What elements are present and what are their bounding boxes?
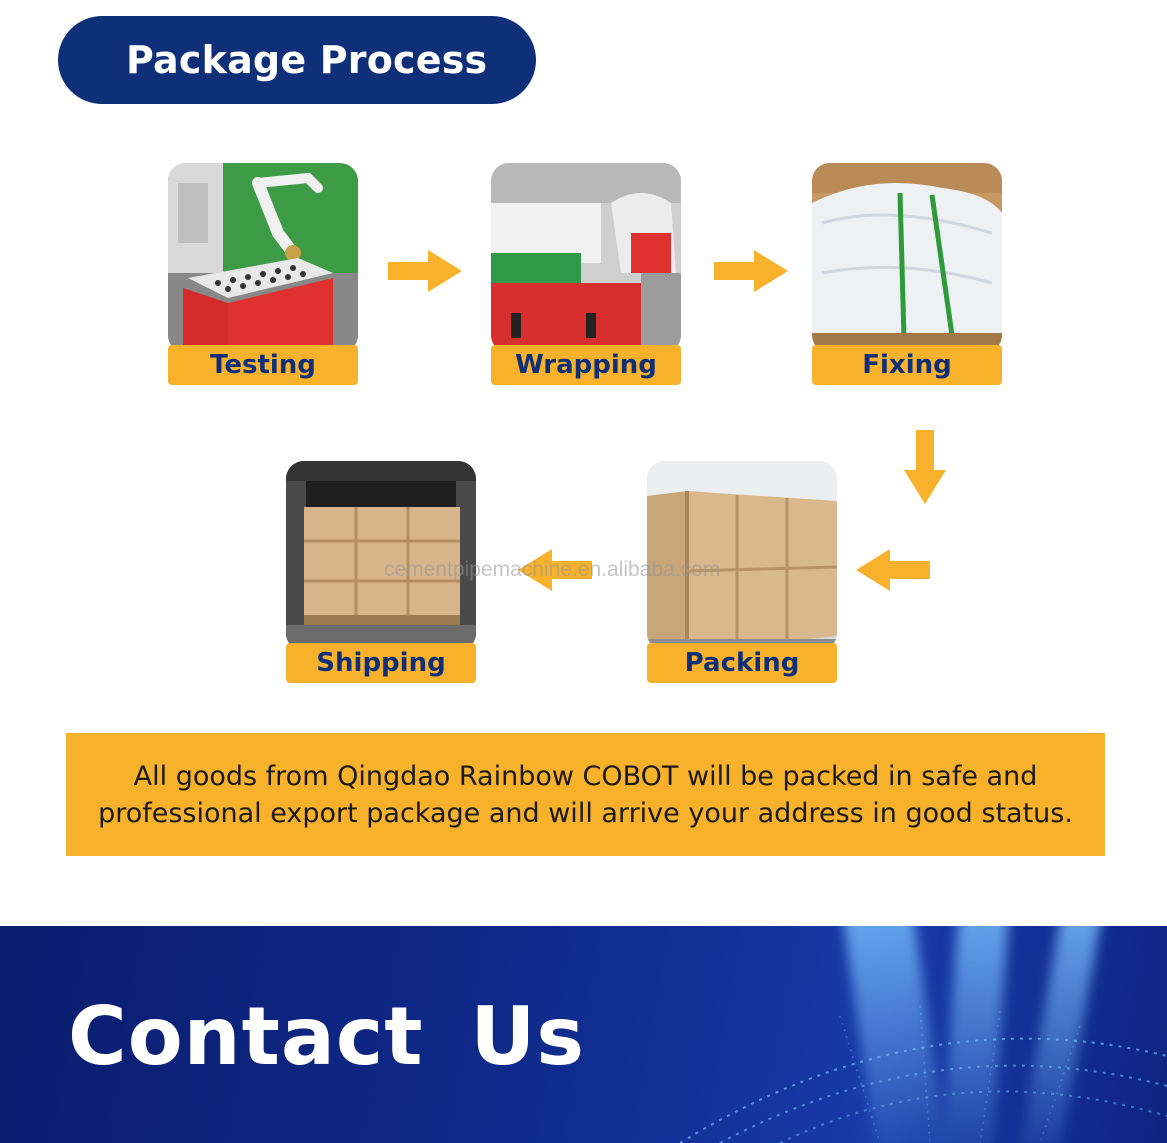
step-fixing: Fixing [812, 163, 1002, 385]
contact-banner: Contact Us [0, 926, 1167, 1143]
wrapping-photo [491, 163, 681, 353]
package-notice: All goods from Qingdao Rainbow COBOT wil… [66, 733, 1105, 856]
contact-title: Contact Us [68, 990, 585, 1083]
arrow-right-icon [714, 250, 788, 292]
arrow-left-icon [856, 549, 930, 591]
step-shipping: Shipping [286, 461, 476, 683]
step-wrapping: Wrapping [491, 163, 681, 385]
arrow-right-icon [388, 250, 462, 292]
testing-photo [168, 163, 358, 353]
section-title: Package Process [126, 38, 488, 82]
packing-photo [647, 461, 837, 651]
fixing-photo [812, 163, 1002, 353]
shipping-photo [286, 461, 476, 651]
arrow-left-icon [518, 549, 592, 591]
step-testing: Testing [168, 163, 358, 385]
arrow-down-icon [904, 430, 946, 504]
network-globe-decoration [680, 1005, 1167, 1143]
notice-line: All goods from Qingdao Rainbow COBOT wil… [133, 760, 1038, 792]
watermark: cementpipemachine.en.alibaba.com [384, 558, 721, 581]
section-title-pill: Package Process [58, 16, 536, 104]
step-label: Shipping [286, 643, 476, 683]
step-label: Packing [647, 643, 837, 683]
step-label: Wrapping [491, 345, 681, 385]
step-label: Fixing [812, 345, 1002, 385]
notice-line: professional export package and will arr… [98, 797, 1073, 829]
step-label: Testing [168, 345, 358, 385]
step-packing: Packing [647, 461, 837, 683]
